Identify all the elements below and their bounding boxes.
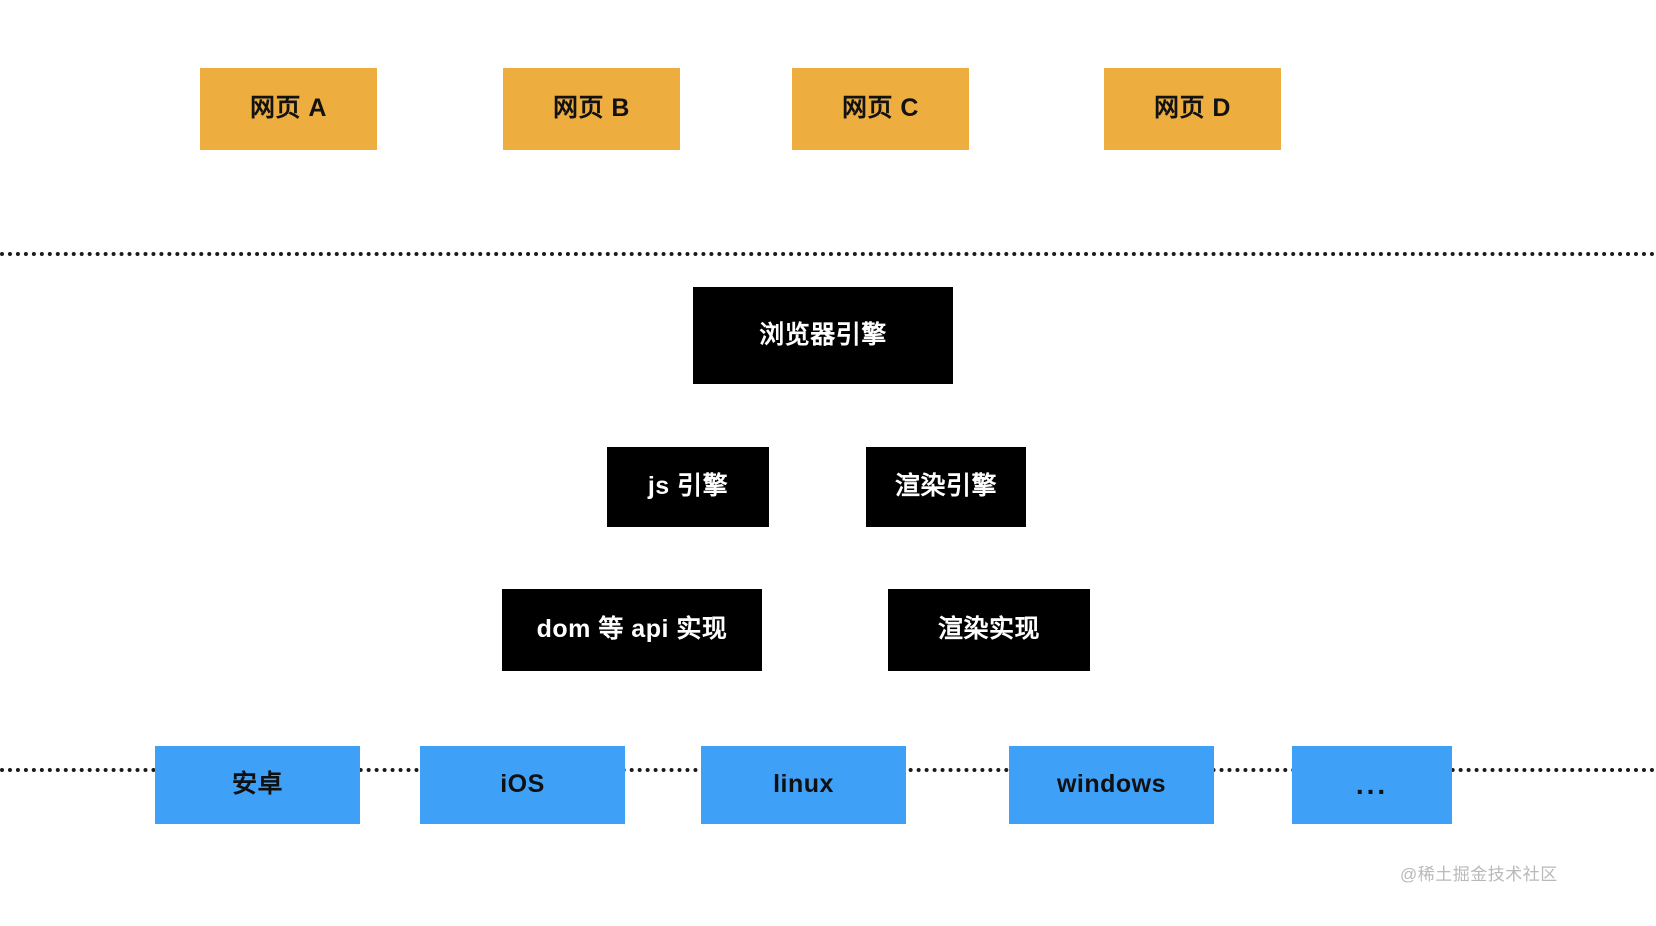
node-os-more[interactable]: ...: [1292, 746, 1452, 824]
watermark: @稀土掘金技术社区: [1400, 865, 1558, 884]
node-render-impl[interactable]: 渲染实现: [888, 589, 1090, 671]
node-webpage-b[interactable]: 网页 B: [503, 68, 680, 150]
node-os-windows[interactable]: windows: [1009, 746, 1214, 824]
node-dom-api-impl[interactable]: dom 等 api 实现: [502, 589, 762, 671]
node-webpage-c[interactable]: 网页 C: [792, 68, 969, 150]
divider-pages-engine: [0, 252, 1656, 256]
node-render-engine[interactable]: 渲染引擎: [866, 447, 1026, 527]
node-webpage-d[interactable]: 网页 D: [1104, 68, 1281, 150]
node-webpage-a[interactable]: 网页 A: [200, 68, 377, 150]
node-browser-engine[interactable]: 浏览器引擎: [693, 287, 953, 384]
node-os-android[interactable]: 安卓: [155, 746, 360, 824]
node-os-linux[interactable]: linux: [701, 746, 906, 824]
node-js-engine[interactable]: js 引擎: [607, 447, 769, 527]
node-os-ios[interactable]: iOS: [420, 746, 625, 824]
